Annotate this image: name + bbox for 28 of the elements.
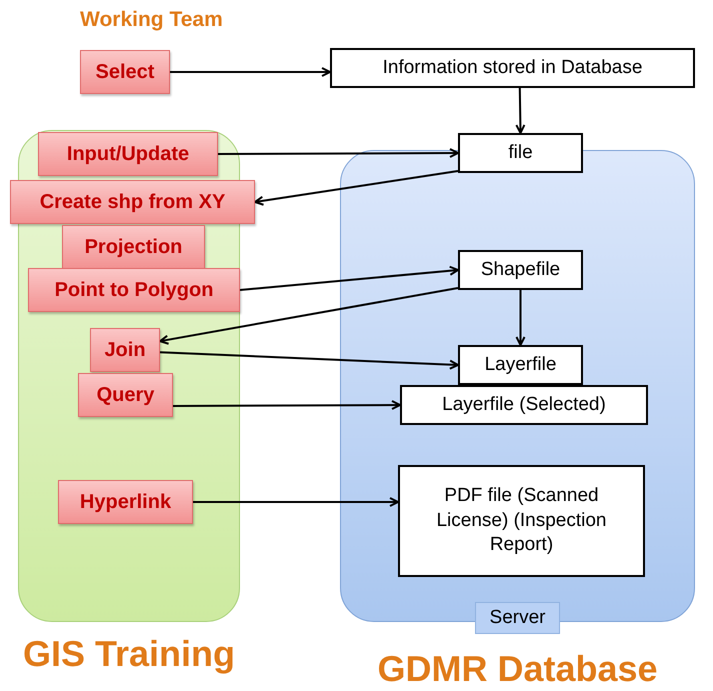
task-box: Create shp from XY: [10, 180, 255, 224]
group-heading: GIS Training: [22, 633, 236, 675]
group-heading: GDMR Database: [376, 648, 659, 690]
file-box: Layerfile: [458, 345, 583, 385]
task-box: Select: [80, 50, 170, 94]
file-box: PDF file (Scanned License) (Inspection Report): [398, 465, 645, 577]
arrow: [170, 67, 331, 77]
arrow: [159, 287, 458, 345]
arrow: [173, 400, 401, 410]
arrow: [218, 148, 459, 158]
heading-label: Working Team: [80, 8, 223, 32]
arrow: [240, 266, 459, 291]
task-box: Projection: [62, 225, 205, 269]
file-box: Information stored in Database: [330, 48, 695, 88]
task-box: Input/Update: [38, 132, 218, 176]
tab-label: Server: [474, 602, 560, 634]
file-box: Layerfile (Selected): [400, 385, 648, 425]
arrow: [254, 170, 458, 206]
task-box: Query: [78, 373, 173, 417]
file-box: file: [458, 133, 583, 173]
arrow: [515, 88, 526, 134]
task-box: Hyperlink: [58, 480, 193, 524]
file-box: Shapefile: [458, 250, 583, 290]
task-box: Join: [90, 328, 160, 372]
task-box: Point to Polygon: [28, 268, 240, 312]
arrow: [160, 351, 459, 370]
arrow: [516, 290, 526, 346]
arrow: [193, 496, 399, 507]
